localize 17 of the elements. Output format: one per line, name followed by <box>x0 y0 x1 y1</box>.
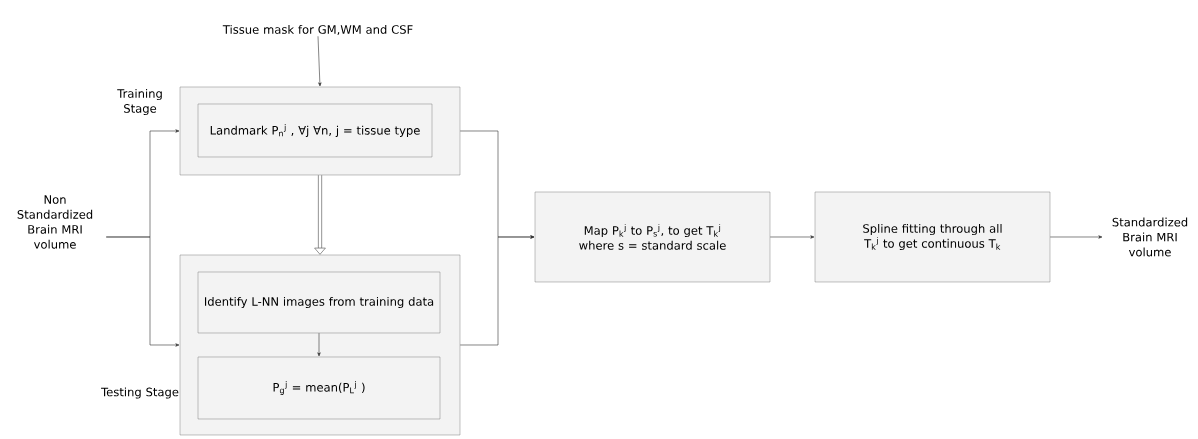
process-box: Map P$_{k}$$^{j}$ to P$_{s}$$^{j}$, to get T$_{k}$j where s = standard scale <box>534 191 771 283</box>
process-box: Landmark P$_{n}$$^{j}$ , ∀j ∀n, j = tissue type <box>197 103 433 158</box>
arrow <box>105 236 180 347</box>
arrow <box>317 35 322 87</box>
arrow <box>1049 235 1103 239</box>
process-box: P$_{g}$$^{j}$ = mean(P$_{L}$$^{j}$ ) <box>197 356 441 420</box>
node-label: Training Stage <box>117 88 162 116</box>
arrow <box>459 235 535 346</box>
process-box: Identify L-NN images from training data <box>197 271 441 334</box>
double-arrow <box>314 175 326 255</box>
input-text: Non Standardized Brain MRI volume <box>17 195 93 249</box>
floating-text: Tissue mask for GM,WM and CSF <box>222 24 413 36</box>
arrow <box>317 332 321 357</box>
node-label: Testing Stage <box>101 387 179 399</box>
process-box: Spline fitting through all T$_{k}$$^{j}$ to get continuous T$_{k}$ <box>814 191 1051 283</box>
output-text: Standardized Brain MRI volume <box>1112 217 1188 257</box>
arrow <box>769 235 815 239</box>
